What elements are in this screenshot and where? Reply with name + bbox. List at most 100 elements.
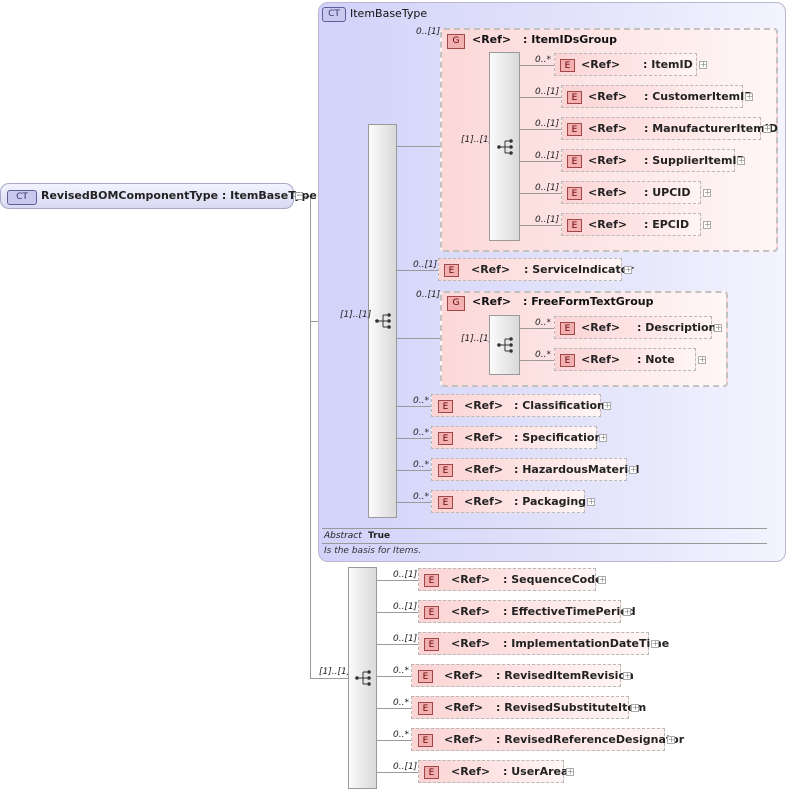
element-service-indicator[interactable]: E <Ref> : ServiceIndicator + [438, 258, 634, 281]
element-ref: <Ref> [588, 154, 628, 167]
cardinality-label: 0..[1] [393, 602, 418, 612]
expand-icon[interactable]: + [603, 401, 611, 410]
expand-icon[interactable]: + [745, 92, 753, 101]
connector-line [397, 338, 441, 339]
cardinality-label: 0..[1] [535, 151, 560, 161]
element-ref: <Ref> [444, 733, 484, 746]
cardinality-label: 0..* [535, 318, 551, 328]
element-packaging[interactable]: E <Ref> : Packaging + [431, 490, 595, 513]
element-customer-item-id[interactable]: E <Ref> : CustomerItemID + [561, 85, 753, 108]
expand-icon[interactable]: + [629, 465, 637, 474]
cardinality-label: 0..[1] [393, 634, 418, 644]
element-revised-reference-designator[interactable]: E <Ref> : RevisedReferenceDesignator + [411, 728, 684, 751]
element-icon: E [438, 432, 453, 445]
cardinality-label: [1]..[1] [461, 334, 493, 344]
expand-icon[interactable]: + [624, 265, 632, 274]
expand-icon[interactable]: + [714, 323, 722, 332]
expand-icon[interactable]: + [587, 497, 595, 506]
complex-type-icon: CT [7, 190, 37, 205]
root-type-label: RevisedBOMComponentType : ItemBaseType [41, 189, 317, 202]
element-manufacturer-item-id[interactable]: E <Ref> : ManufacturerItemID + [561, 117, 778, 140]
group-name: : FreeFormTextGroup [523, 295, 654, 308]
expand-icon[interactable]: + [703, 188, 711, 197]
sequence-icon [497, 337, 513, 353]
expand-icon[interactable]: + [651, 639, 659, 648]
expand-icon[interactable]: + [631, 703, 639, 712]
element-ref: <Ref> [451, 605, 491, 618]
root-complex-type[interactable]: CT RevisedBOMComponentType : ItemBaseTyp… [0, 183, 317, 209]
element-icon: E [424, 766, 439, 779]
element-icon: E [560, 354, 575, 367]
expand-icon[interactable]: + [667, 735, 675, 744]
element-ref: <Ref> [464, 463, 504, 476]
element-icon: E [560, 59, 575, 72]
collapse-toggle-icon[interactable]: − [295, 191, 304, 201]
connector-line [397, 270, 438, 271]
connector-line [397, 146, 441, 147]
element-upcid[interactable]: E <Ref> : UPCID + [561, 181, 711, 204]
element-hazardous-material[interactable]: E <Ref> : HazardousMaterial + [431, 458, 639, 481]
complex-type-icon: CT [322, 7, 346, 22]
free-form-text-group[interactable] [440, 291, 728, 387]
element-icon: E [560, 322, 575, 335]
expand-icon[interactable]: + [737, 156, 745, 165]
element-effective-time-period[interactable]: E <Ref> : EffectiveTimePeriod + [418, 600, 636, 623]
connector-line [520, 328, 554, 329]
expand-icon[interactable]: + [598, 575, 606, 584]
element-icon: E [444, 264, 459, 277]
element-item-id[interactable]: E <Ref> : ItemID + [554, 53, 707, 76]
group-ref: <Ref> [472, 33, 512, 46]
element-user-area[interactable]: E <Ref> : UserArea + [418, 760, 574, 783]
element-name: : UPCID [644, 186, 691, 199]
element-specification[interactable]: E <Ref> : Specification + [431, 426, 607, 449]
element-ref: <Ref> [588, 122, 628, 135]
connector-line [377, 740, 411, 741]
element-implementation-date-time[interactable]: E <Ref> : ImplementationDateTime + [418, 632, 669, 655]
element-description[interactable]: E <Ref> : Description + [554, 316, 722, 339]
element-name: : SequenceCode [503, 573, 603, 586]
element-name: : UserArea [503, 765, 569, 778]
expand-icon[interactable]: + [698, 355, 706, 364]
element-revised-substitute-item[interactable]: E <Ref> : RevisedSubstituteItem + [411, 696, 646, 719]
element-classification[interactable]: E <Ref> : Classification + [431, 394, 611, 417]
expand-icon[interactable]: + [599, 433, 607, 442]
element-icon: E [438, 496, 453, 509]
element-name: : Classification [514, 399, 605, 412]
group-name: : ItemIDsGroup [523, 33, 617, 46]
expand-icon[interactable]: + [623, 671, 631, 680]
expand-icon[interactable]: + [763, 124, 771, 133]
element-epcid[interactable]: E <Ref> : EPCID + [561, 213, 711, 236]
separator [322, 528, 767, 529]
connector-line [310, 196, 311, 678]
element-sequence-code[interactable]: E <Ref> : SequenceCode + [418, 568, 606, 591]
expand-icon[interactable]: + [699, 60, 707, 69]
element-ref: <Ref> [444, 701, 484, 714]
element-ref: <Ref> [451, 765, 491, 778]
element-icon: E [424, 638, 439, 651]
element-ref: <Ref> [444, 669, 484, 682]
element-ref: <Ref> [581, 58, 621, 71]
cardinality-label: 0..* [393, 698, 409, 708]
cardinality-label: 0..* [393, 666, 409, 676]
element-name: : EffectiveTimePeriod [503, 605, 636, 618]
element-revised-item-revision[interactable]: E <Ref> : RevisedItemRevision + [411, 664, 634, 687]
expand-icon[interactable]: + [623, 607, 631, 616]
cardinality-label: 0..[1] [416, 290, 441, 300]
element-ref: <Ref> [464, 495, 504, 508]
element-icon: E [418, 734, 433, 747]
connector-line [397, 502, 431, 503]
cardinality-label: 0..[1] [535, 119, 560, 129]
connector-line [520, 97, 561, 98]
element-icon: E [438, 464, 453, 477]
base-type-title: ItemBaseType [350, 7, 428, 20]
element-icon: E [424, 606, 439, 619]
cardinality-label: [1]..[1] [340, 310, 372, 320]
element-ref: <Ref> [581, 321, 621, 334]
connector-line [397, 470, 431, 471]
element-name: : Note [637, 353, 675, 366]
connector-line [520, 225, 561, 226]
element-note[interactable]: E <Ref> : Note + [554, 348, 706, 371]
expand-icon[interactable]: + [703, 220, 711, 229]
element-supplier-item-id[interactable]: E <Ref> : SupplierItemID + [561, 149, 746, 172]
expand-icon[interactable]: + [566, 767, 574, 776]
